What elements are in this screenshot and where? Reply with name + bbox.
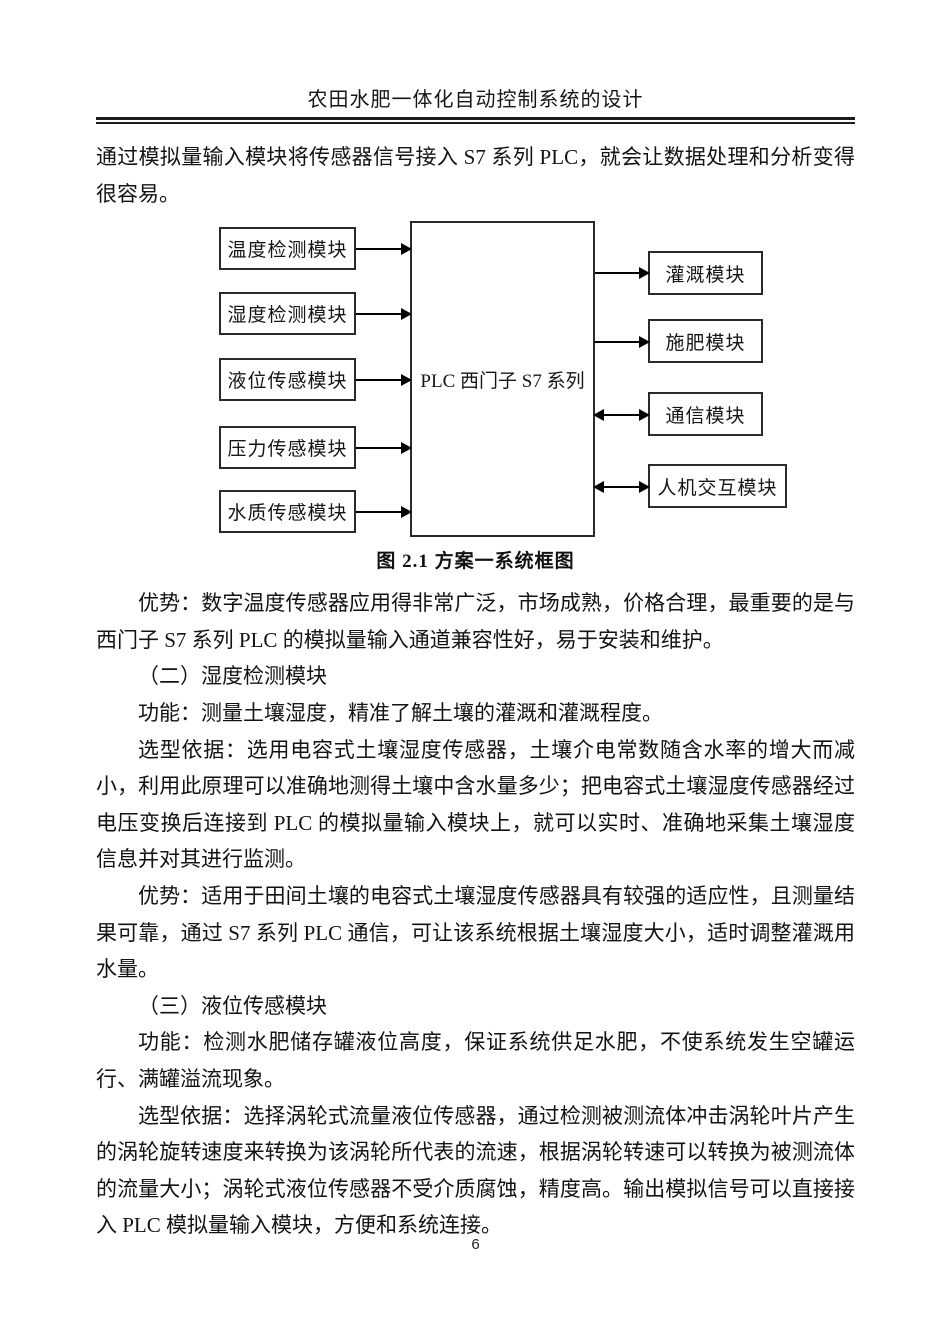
paragraph: 选型依据：选择涡轮式流量液位传感器，通过检测被测流体冲击涡轮叶片产生的涡轮旋转速… (96, 1103, 855, 1238)
page-content: 农田水肥一体化自动控制系统的设计 通过模拟量输入模块将传感器信号接入 S7 系列… (96, 88, 855, 1244)
diagram-box-liquid-level: 液位传感模块 (219, 358, 356, 402)
diagram-box-plc: PLC 西门子 S7 系列 (410, 221, 595, 538)
diagram-box-humidity: 湿度检测模块 (219, 292, 356, 336)
page-header-title: 农田水肥一体化自动控制系统的设计 (307, 89, 644, 111)
diagram-box-hmi: 人机交互模块 (648, 464, 787, 509)
arrow-temperature-to-plc (356, 243, 412, 256)
paragraph-heading: （二）湿度检测模块 (138, 664, 327, 689)
intro-paragraph: 通过模拟量输入模块将传感器信号接入 S7 系列 PLC，就会让数据处理和分析变得… (96, 145, 855, 206)
paragraph: 选型依据：选用电容式土壤湿度传感器，土壤介电常数随含水率的增大而减小，利用此原理… (96, 737, 855, 872)
arrow-plc-communication-bidirectional (593, 409, 650, 422)
arrow-water-quality-to-plc (356, 506, 412, 519)
paragraph-heading: （三）液位传感模块 (138, 993, 327, 1018)
system-block-diagram: 温度检测模块 湿度检测模块 液位传感模块 压力传感模块 水质传感模块 PLC 西… (96, 221, 855, 540)
arrow-liquid-level-to-plc (356, 374, 412, 387)
diagram-box-pressure: 压力传感模块 (219, 426, 356, 470)
diagram-box-irrigation: 灌溉模块 (648, 251, 763, 296)
header-rule (96, 117, 855, 124)
arrow-plc-to-irrigation (595, 267, 650, 280)
paragraph: 优势：适用于田间土壤的电容式土壤湿度传感器具有较强的适应性，且测量结果可靠，通过… (96, 883, 855, 982)
paragraph: 功能：检测水肥储存罐液位高度，保证系统供足水肥，不使系统发生空罐运行、满罐溢流现… (96, 1030, 855, 1091)
figure-2-1: 温度检测模块 湿度检测模块 液位传感模块 压力传感模块 水质传感模块 PLC 西… (96, 221, 855, 572)
arrow-pressure-to-plc (356, 442, 412, 455)
paragraph-group: 优势：数字温度传感器应用得非常广泛，市场成熟，价格合理，最重要的是与西门子 S7… (96, 585, 855, 1244)
body-text: 通过模拟量输入模块将传感器信号接入 S7 系列 PLC，就会让数据处理和分析变得… (96, 139, 855, 1244)
diagram-box-fertilization: 施肥模块 (648, 319, 763, 364)
paragraph: 功能：测量土壤湿度，精准了解土壤的灌溉和灌溉程度。 (138, 700, 663, 725)
diagram-box-communication: 通信模块 (648, 392, 763, 437)
figure-caption: 图 2.1 方案一系统框图 (376, 551, 575, 573)
arrow-humidity-to-plc (356, 308, 412, 321)
arrow-plc-to-fertilization (595, 336, 650, 349)
paragraph: 优势：数字温度传感器应用得非常广泛，市场成熟，价格合理，最重要的是与西门子 S7… (96, 591, 855, 652)
page-number: 6 (471, 1236, 480, 1253)
diagram-box-temperature: 温度检测模块 (219, 227, 356, 271)
diagram-box-water-quality: 水质传感模块 (219, 490, 356, 534)
arrow-plc-hmi-bidirectional (593, 481, 650, 494)
